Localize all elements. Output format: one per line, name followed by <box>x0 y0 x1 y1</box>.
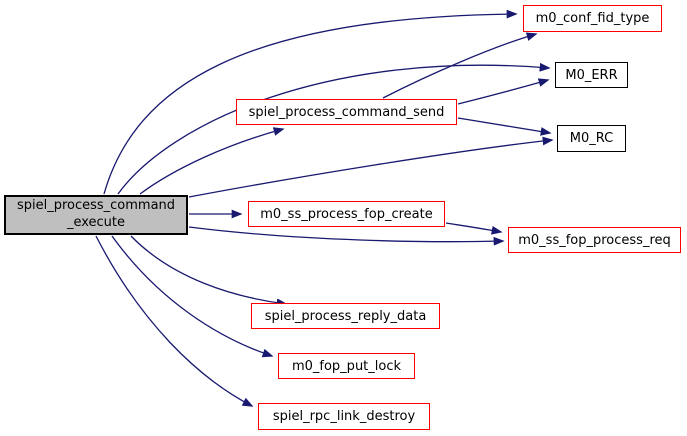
edge-execute-to-m0-rc <box>188 136 554 198</box>
node-label-line: spiel_process_command <box>16 198 176 214</box>
edge-command-send-to-m0-rc <box>457 117 552 136</box>
node-m0-conf-fid-type[interactable]: m0_conf_fid_type <box>523 5 662 32</box>
node-spiel-process-reply-data[interactable]: spiel_process_reply_data <box>251 303 440 329</box>
edge-command-send-to-m0-conf-fid-type <box>382 32 538 99</box>
node-spiel-process-command-send[interactable]: spiel_process_command_send <box>236 99 457 125</box>
edge-execute-to-reply-data <box>130 235 288 308</box>
node-spiel-rpc-link-destroy[interactable]: spiel_rpc_link_destroy <box>258 403 430 430</box>
edge-command-send-to-m0-err <box>457 78 550 105</box>
edge-fop-create-to-fop-process-req <box>445 222 503 235</box>
edge-execute-to-m0-conf-fid-type <box>103 9 518 195</box>
node-spiel-process-command-execute: spiel_process_command _execute <box>4 195 188 235</box>
edge-execute-to-command-send <box>139 127 285 195</box>
node-label-line: _execute <box>66 215 126 230</box>
node-m0-rc[interactable]: M0_RC <box>557 125 626 152</box>
edge-execute-to-fop-put-lock <box>111 235 274 358</box>
node-m0-ss-fop-process-req[interactable]: m0_ss_fop_process_req <box>508 227 681 253</box>
edge-execute-to-rpc-link-destroy <box>95 235 254 407</box>
edge-execute-to-fop-process-req <box>188 226 505 246</box>
edge-execute-to-m0-err <box>117 62 551 195</box>
node-m0-err[interactable]: M0_ERR <box>555 62 628 88</box>
node-m0-ss-process-fop-create[interactable]: m0_ss_process_fop_create <box>248 201 445 227</box>
node-m0-fop-put-lock[interactable]: m0_fop_put_lock <box>278 353 415 379</box>
